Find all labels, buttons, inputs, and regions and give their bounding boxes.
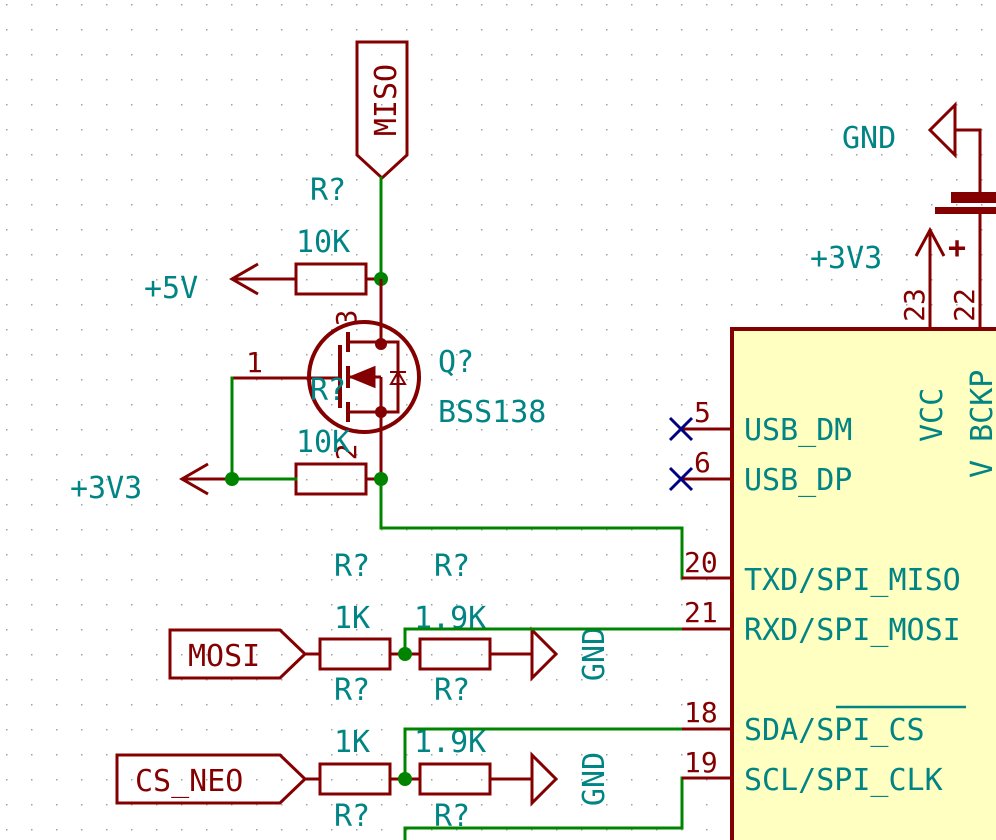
pin-name-sda-prefix: SDA/ bbox=[744, 713, 816, 748]
global-label-mosi[interactable]: MOSI bbox=[168, 628, 308, 680]
mosi-label-text: MOSI bbox=[188, 639, 260, 674]
global-label-miso[interactable]: MISO bbox=[355, 40, 409, 181]
pin-name-usb-dm: USB_DM bbox=[744, 413, 852, 448]
gps-module[interactable]: 23 22 VCC V_BCKP 5 USB_DM 6 USB_DP 20 TX… bbox=[682, 288, 996, 840]
junction-dot bbox=[398, 647, 412, 661]
resistor-top-pullup[interactable]: R? 10K bbox=[232, 173, 381, 296]
power-5v-label: +5V bbox=[144, 271, 198, 306]
mosfet-value: BSS138 bbox=[438, 395, 546, 430]
power-gnd-mosi[interactable]: GND bbox=[490, 626, 612, 682]
resistor-ref: R? bbox=[434, 549, 470, 584]
resistor-cs-1-9k[interactable]: 1.9K R? bbox=[414, 725, 492, 834]
pin-number-22: 22 bbox=[948, 288, 981, 322]
power-5v[interactable]: +5V bbox=[144, 262, 259, 306]
resistor-value: 1K bbox=[334, 601, 370, 636]
gnd-label: GND bbox=[577, 752, 612, 806]
pin-name-v-bckp: V_BCKP bbox=[965, 370, 996, 478]
pin-number-19: 19 bbox=[684, 746, 718, 779]
pin-name-usb-dp: USB_DP bbox=[744, 463, 852, 498]
wire-clk bbox=[403, 776, 684, 840]
power-3v3-right[interactable]: +3V3 bbox=[810, 226, 946, 329]
resistor-ref-2: R? bbox=[334, 799, 370, 834]
wire-mosi-to-rxd bbox=[403, 627, 734, 656]
cs-neo-label-text: CS_NEO bbox=[135, 764, 243, 799]
resistor-value: 1K bbox=[334, 725, 370, 760]
miso-label-text: MISO bbox=[369, 64, 404, 136]
global-label-cs-neo[interactable]: CS_NEO bbox=[115, 753, 308, 805]
no-connect-marker[interactable] bbox=[668, 466, 694, 492]
gnd-label: GND bbox=[577, 627, 612, 681]
resistor-ref: R? bbox=[310, 373, 346, 408]
power-3v3-left-label: +3V3 bbox=[70, 471, 142, 506]
resistor-ref: R? bbox=[310, 173, 346, 208]
pin-name-txd: TXD/SPI_MISO bbox=[744, 563, 961, 598]
resistor-cs-1k[interactable]: 1K R? bbox=[318, 725, 392, 834]
pin-number-5: 5 bbox=[694, 396, 711, 429]
pin-number-20: 20 bbox=[684, 546, 718, 579]
resistor-ref-2: R? bbox=[334, 673, 370, 708]
power-gnd-cs[interactable]: GND bbox=[490, 751, 612, 807]
pin-number-18: 18 bbox=[684, 696, 718, 729]
wire-miso-to-txd bbox=[379, 477, 684, 580]
pin-name-vcc: VCC bbox=[915, 388, 950, 442]
resistor-value: 1.9K bbox=[414, 601, 486, 636]
capacitor-backup[interactable]: + bbox=[935, 192, 996, 266]
pin-name-scl: SCL/SPI_CLK bbox=[744, 763, 943, 798]
resistor-value: 10K bbox=[296, 225, 350, 260]
no-connect-marker[interactable] bbox=[668, 416, 694, 442]
pin-number-source: 2 bbox=[330, 444, 363, 461]
power-3v3-left[interactable]: +3V3 bbox=[70, 462, 232, 506]
wire-cs-to-sda bbox=[403, 727, 734, 781]
junction-dot bbox=[225, 472, 239, 486]
capacitor-polarity: + bbox=[948, 231, 966, 266]
pin-number-gate: 1 bbox=[246, 346, 263, 379]
mosfet-ref: Q? bbox=[438, 345, 474, 380]
resistor-value: 10K bbox=[296, 425, 350, 460]
pin-name-sda: SDA/SPI_CS bbox=[744, 713, 925, 748]
pin-name-spi-cs-overbar: SPI_CS bbox=[816, 713, 924, 748]
pin-number-21: 21 bbox=[684, 596, 718, 629]
pin-number-6: 6 bbox=[694, 446, 711, 479]
power-gnd-top[interactable]: GND bbox=[842, 101, 982, 192]
resistor-ref: R? bbox=[334, 549, 370, 584]
pin-number-23: 23 bbox=[898, 288, 931, 322]
gnd-top-label: GND bbox=[842, 121, 896, 156]
pin-name-rxd: RXD/SPI_MOSI bbox=[744, 613, 961, 648]
resistor-ref-2: R? bbox=[434, 673, 470, 708]
junction-dot bbox=[398, 772, 412, 786]
power-3v3-right-label: +3V3 bbox=[810, 241, 882, 276]
resistor-value: 1.9K bbox=[414, 725, 486, 760]
mosfet-bss138[interactable]: 3 2 1 Q? BSS138 bbox=[232, 279, 546, 478]
resistor-bottom-pullup[interactable]: R? 10K bbox=[294, 373, 381, 496]
